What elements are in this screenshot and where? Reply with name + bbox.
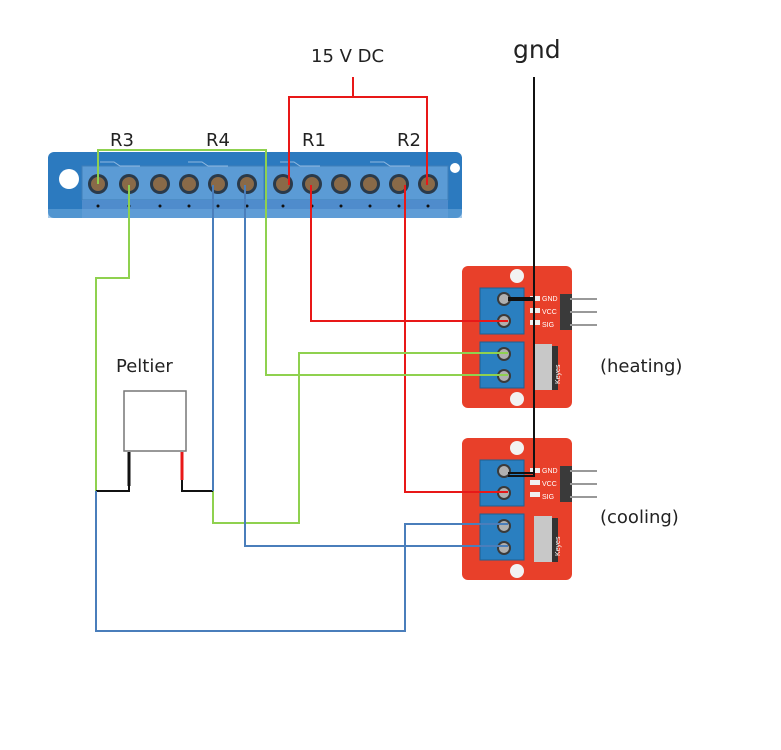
terminal-hole bbox=[426, 204, 430, 208]
terminal-hole bbox=[339, 204, 343, 208]
wire-r3-to-heating-vplus bbox=[97, 149, 508, 376]
smd-component bbox=[530, 480, 540, 485]
terminal-block-left bbox=[81, 165, 265, 201]
screw-head bbox=[499, 466, 509, 476]
screw-head bbox=[211, 177, 225, 191]
terminal-hole bbox=[216, 204, 220, 208]
pin-header bbox=[560, 466, 572, 502]
screw-head bbox=[153, 177, 167, 191]
pin-label: VCC bbox=[542, 309, 557, 316]
mounting-hole bbox=[450, 163, 460, 173]
wire-r1-to-heating-signal bbox=[310, 185, 508, 322]
pin-label: GND bbox=[542, 296, 558, 303]
label-heating: (heating) bbox=[600, 356, 682, 377]
relay-board bbox=[48, 152, 462, 218]
label-cooling: (cooling) bbox=[600, 507, 679, 528]
mounting-hole bbox=[510, 269, 524, 283]
pin-header bbox=[560, 294, 572, 330]
wire-r3-to-peltier bbox=[95, 185, 130, 491]
mounting-hole bbox=[59, 169, 79, 189]
peltier-element bbox=[123, 390, 187, 492]
mosfet-module-heating: GND VCC SIG Keyes bbox=[462, 266, 597, 408]
screw-head bbox=[499, 521, 509, 531]
terminal-hole bbox=[397, 204, 401, 208]
label-ground: gnd bbox=[513, 35, 561, 64]
pin-label: GND bbox=[542, 468, 558, 475]
pin-label: VCC bbox=[542, 481, 557, 488]
wire-peltier-left-join bbox=[96, 486, 130, 492]
mounting-hole bbox=[510, 564, 524, 578]
screw-head bbox=[392, 177, 406, 191]
screw-head bbox=[499, 543, 509, 553]
wire-r4-to-cooling-vplus bbox=[244, 185, 508, 547]
screw-head bbox=[499, 294, 509, 304]
terminal-hole bbox=[96, 204, 100, 208]
label-relay-r4: R4 bbox=[206, 130, 230, 151]
brand-label: Keyes bbox=[555, 536, 562, 556]
screw-head bbox=[305, 177, 319, 191]
wire-cooling-vminus-to-peltier bbox=[95, 491, 508, 632]
screw-head bbox=[182, 177, 196, 191]
mosfet-heatsink bbox=[534, 516, 552, 562]
label-peltier: Peltier bbox=[116, 356, 173, 377]
terminal-hole bbox=[158, 204, 162, 208]
label-relay-r1: R1 bbox=[302, 130, 326, 151]
terminal-hole bbox=[368, 204, 372, 208]
mosfet-heatsink bbox=[534, 344, 552, 390]
brand-label: Keyes bbox=[555, 364, 562, 384]
screw-head bbox=[240, 177, 254, 191]
wire-r2-to-cooling-signal bbox=[404, 185, 508, 493]
mounting-hole bbox=[510, 441, 524, 455]
wire-supply-15v bbox=[288, 77, 428, 185]
smd-component bbox=[530, 492, 540, 497]
pin-label: SIG bbox=[542, 494, 554, 501]
wire-heating-vminus-to-peltier bbox=[212, 352, 508, 524]
screw-head bbox=[276, 177, 290, 191]
mounting-hole bbox=[510, 392, 524, 406]
label-supply-voltage: 15 V DC bbox=[311, 46, 384, 67]
terminal-hole bbox=[281, 204, 285, 208]
terminal-block-right bbox=[265, 165, 449, 201]
terminal-hole bbox=[187, 204, 191, 208]
label-relay-r2: R2 bbox=[397, 130, 421, 151]
mosfet-module-cooling: GND VCC SIG Keyes bbox=[462, 438, 597, 580]
terminal-hole bbox=[245, 204, 249, 208]
label-relay-r3: R3 bbox=[110, 130, 134, 151]
screw-head bbox=[122, 177, 136, 191]
pin-label: SIG bbox=[542, 322, 554, 329]
screw-head bbox=[334, 177, 348, 191]
wire-ground bbox=[508, 77, 535, 474]
screw-head bbox=[363, 177, 377, 191]
